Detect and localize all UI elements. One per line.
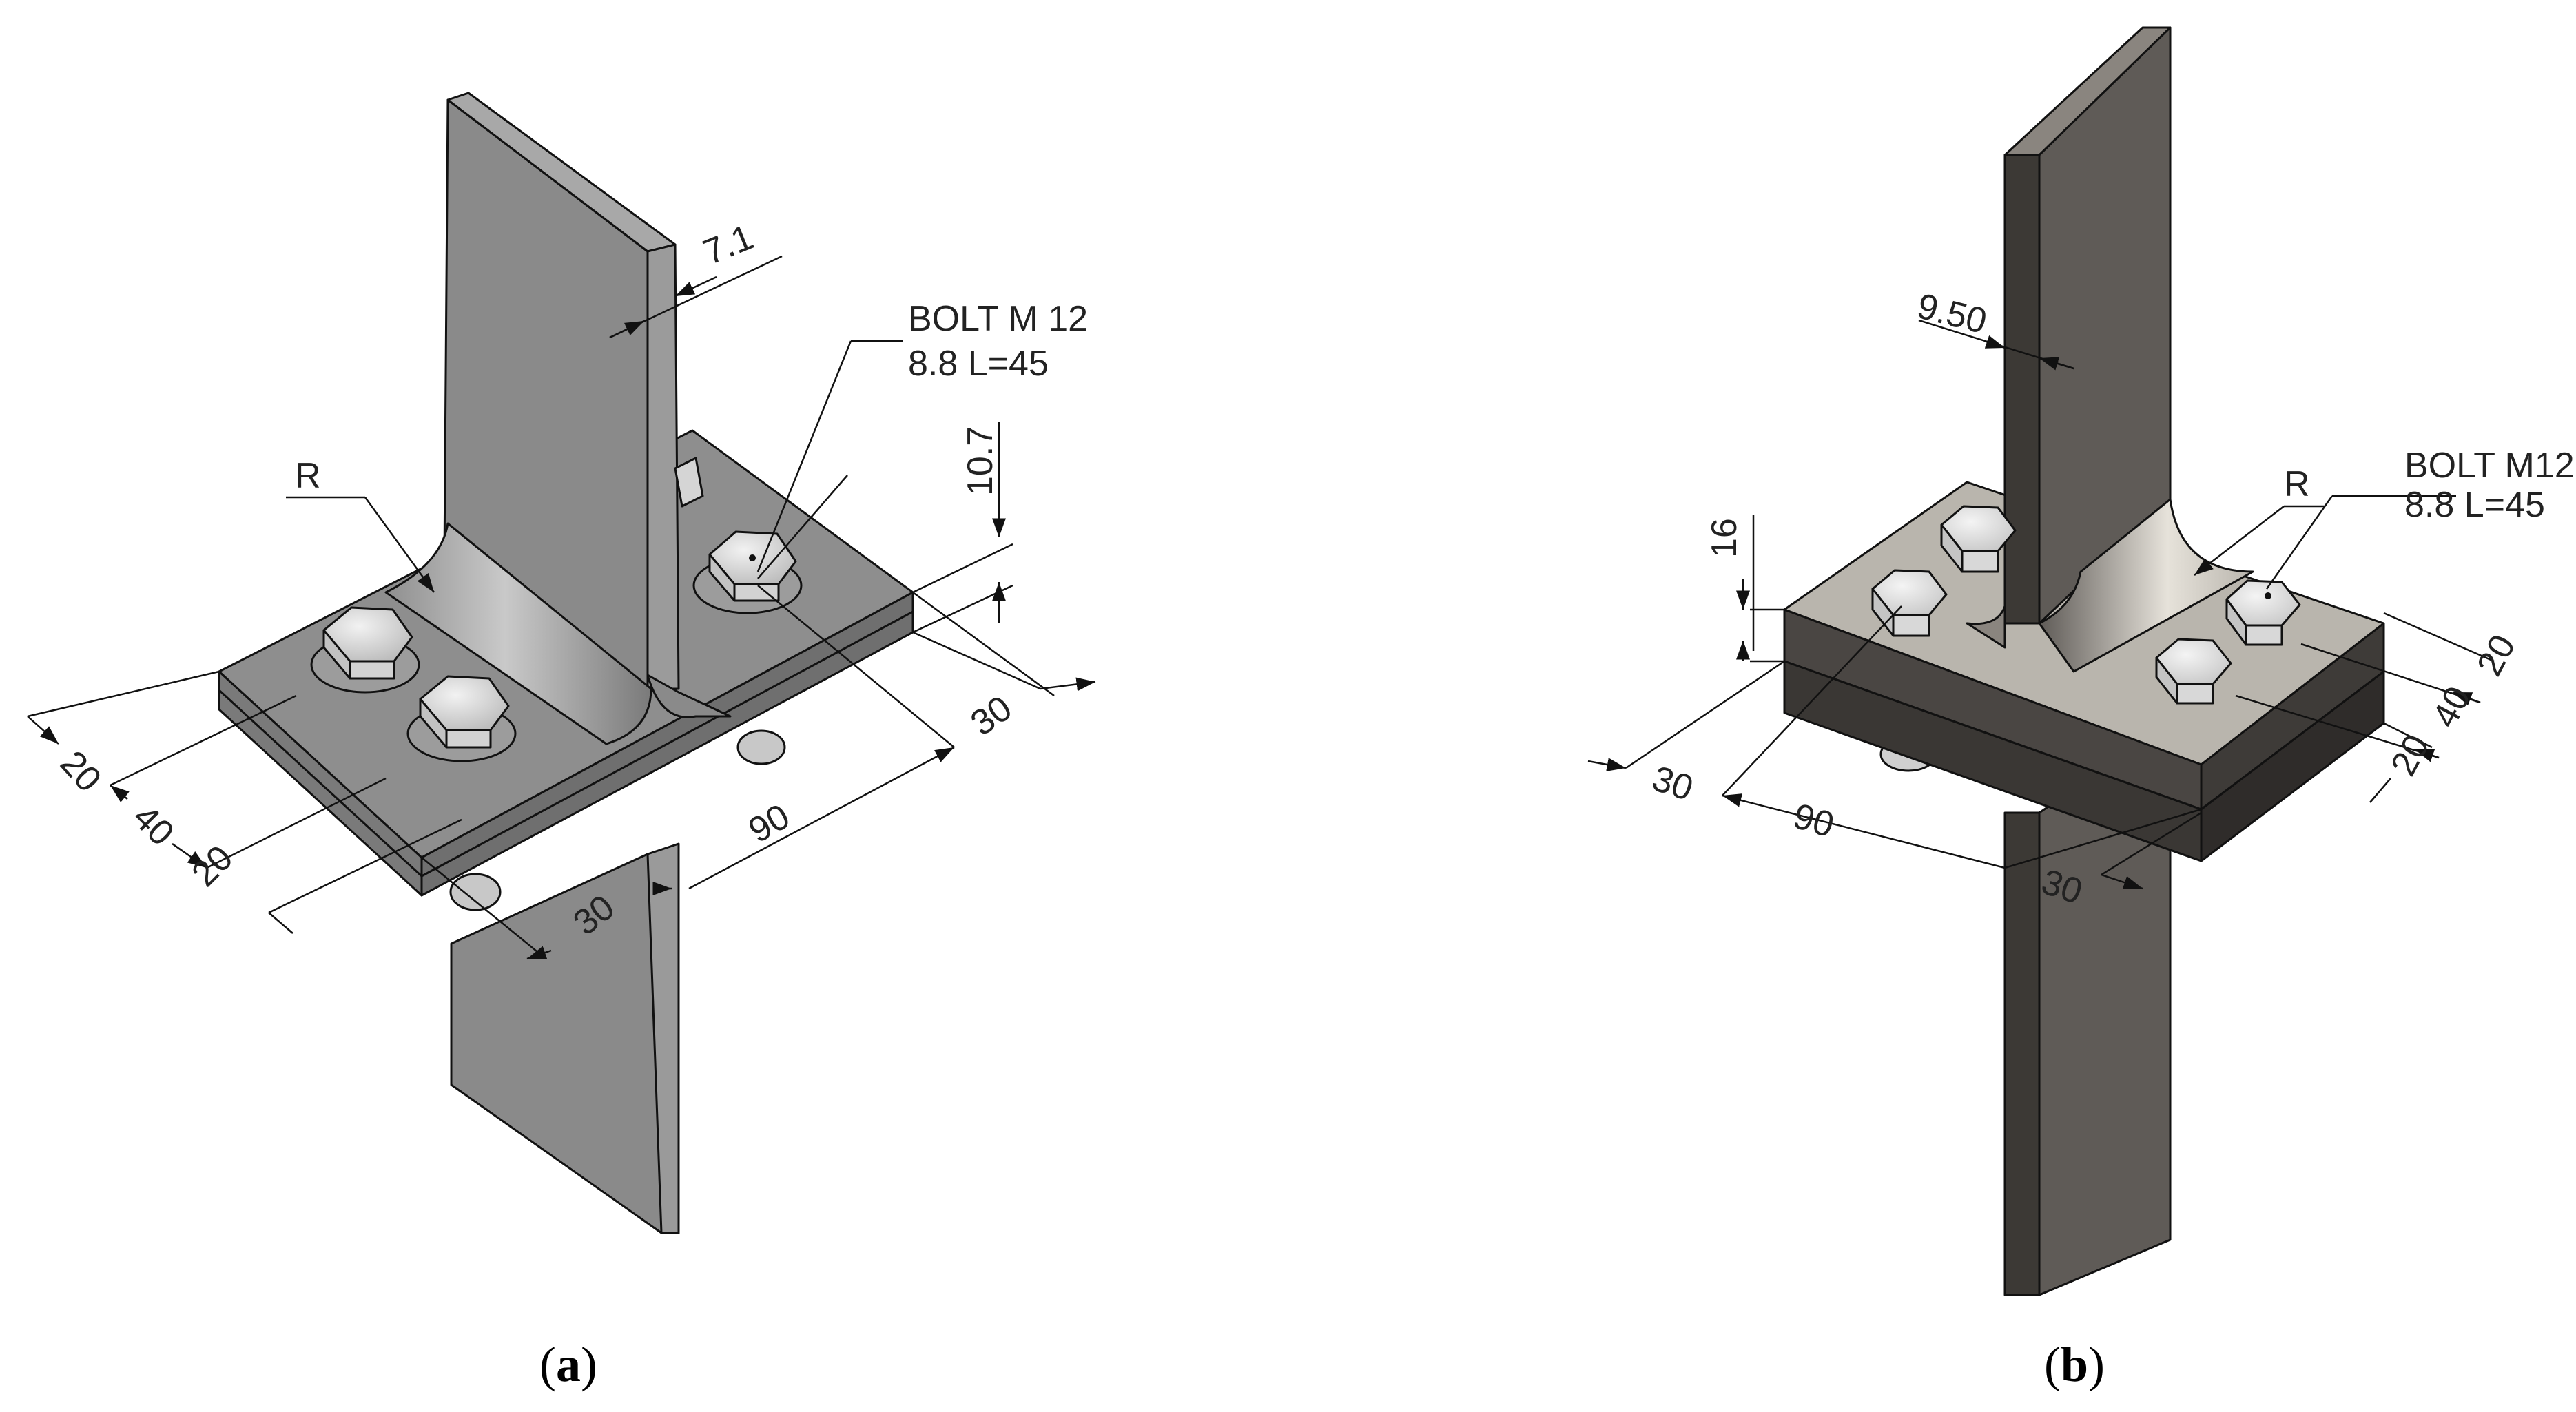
panel-a-tee-bolted-connection: 7.1 R BOLT M 12 8.8 L=45 10.7 30 90 30 2… xyxy=(27,92,1096,1392)
panel-b-tee-bolted-connection: 9.50 16 R BOLT M12 8.8 L=45 30 90 30 20 … xyxy=(1587,26,2575,1392)
upper-web-a xyxy=(443,92,680,690)
dim-b-edge-20-top: 20 xyxy=(2469,628,2523,682)
bolt-heads-a xyxy=(310,457,803,762)
dim-b-pitch-40: 40 xyxy=(2424,680,2478,734)
bolt-head-a4-partial xyxy=(674,457,704,508)
dim-a-length-90: 90 xyxy=(742,796,796,851)
bolt-head-b3 xyxy=(2225,579,2301,646)
bolt-nuts-under-plate-a xyxy=(449,729,786,911)
bolt-head-b1 xyxy=(1940,505,2017,573)
dim-a-plate-thickness: 10.7 xyxy=(960,426,1000,496)
bolt-note-b-line2: 8.8 L=45 xyxy=(2404,485,2545,525)
fillet-radius-b xyxy=(2038,498,2254,673)
dimension-lines-a xyxy=(27,255,1096,960)
dim-b-radius: R xyxy=(2284,464,2310,504)
fillet-radius-a xyxy=(384,522,652,745)
bolt-head-b2 xyxy=(1871,569,1948,637)
bolt-head-b4 xyxy=(2155,638,2232,705)
dim-b-end-30-left: 30 xyxy=(1647,758,1698,809)
caption-a: (a) xyxy=(539,1337,597,1392)
bolt-head-a1 xyxy=(310,606,420,694)
bolt-note-a-line1: BOLT M 12 xyxy=(908,299,1088,339)
upper-web-b xyxy=(2003,26,2172,625)
dim-a-end-30-right: 30 xyxy=(964,688,1020,744)
bolt-heads-b xyxy=(1871,505,2301,705)
bolt-head-a2 xyxy=(406,675,517,762)
dim-b-web-thickness: 9.50 xyxy=(1913,286,1990,342)
dim-b-edge-20-bottom: 20 xyxy=(2383,728,2437,782)
dim-a-edge-20-bottom: 20 xyxy=(184,838,240,895)
caption-b: (b) xyxy=(2044,1337,2105,1392)
base-plate-b xyxy=(1783,481,2385,862)
lower-web-a xyxy=(450,842,680,1234)
dim-b-plate-thickness: 16 xyxy=(1704,518,1744,558)
bolt-note-b-line1: BOLT M12 xyxy=(2404,446,2575,486)
dim-a-radius: R xyxy=(295,456,321,496)
dim-b-length-90: 90 xyxy=(1789,796,1839,846)
dim-a-edge-20-top: 20 xyxy=(52,743,109,800)
lower-web-b xyxy=(2003,722,2172,1296)
dimension-lines-b xyxy=(1587,319,2495,890)
dim-a-web-thickness: 7.1 xyxy=(698,217,759,273)
bolt-note-a-line2: 8.8 L=45 xyxy=(908,344,1049,384)
